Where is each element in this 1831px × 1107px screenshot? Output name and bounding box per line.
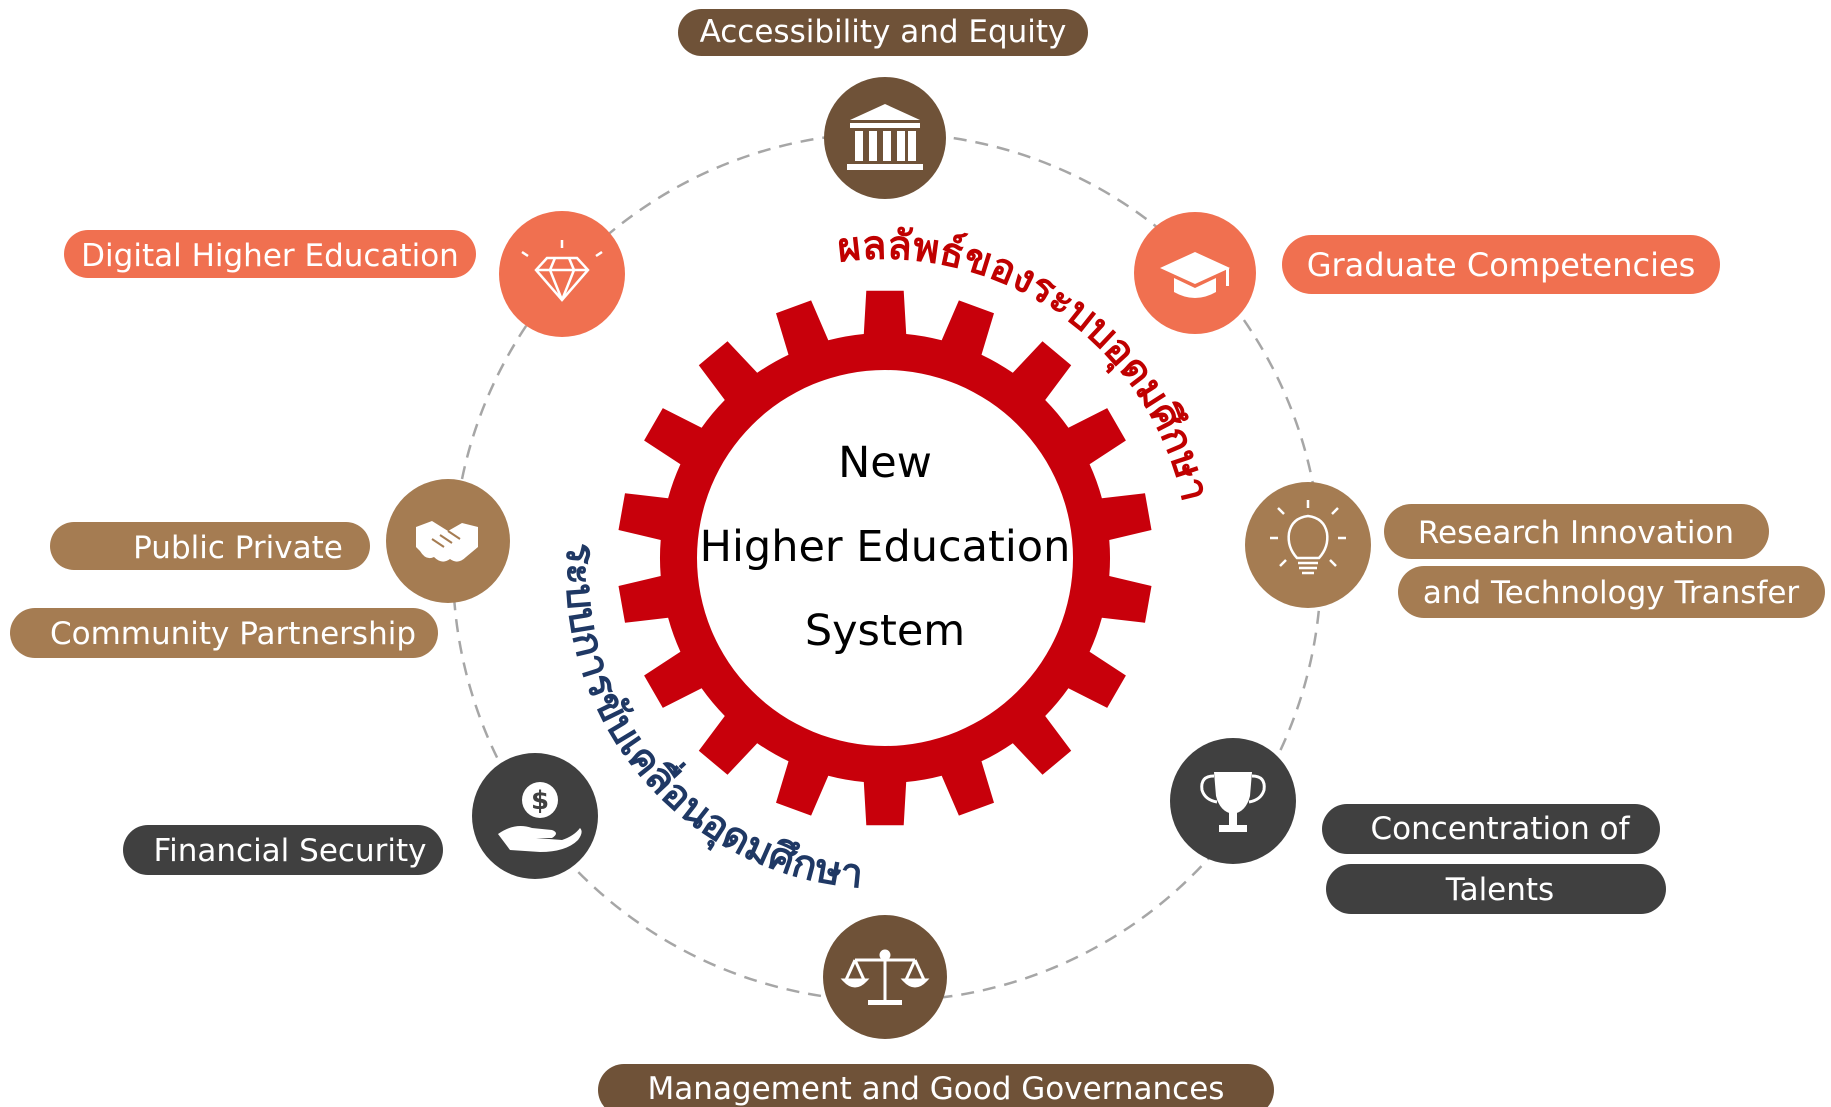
- center-title: New Higher Education System: [700, 438, 1071, 656]
- svg-text:$: $: [531, 786, 549, 816]
- label-text-2: Talents: [1445, 872, 1554, 908]
- label-pill-1: [50, 522, 370, 570]
- graduation-cap-icon: [1160, 252, 1230, 298]
- node-research: Research Innovation and Technology Trans…: [1245, 482, 1825, 618]
- node-graduate: Graduate Competencies: [1134, 212, 1720, 334]
- node-financial: $ Financial Security: [123, 753, 598, 879]
- drivers-arc-text: ระบบการขับเคลื่อนอุดมศึกษา: [556, 541, 865, 897]
- money-hand-icon: $: [498, 782, 582, 852]
- label-pill-1: [1384, 504, 1769, 559]
- label-text-2: and Technology Transfer: [1423, 575, 1800, 611]
- gear: [618, 290, 1152, 826]
- lightbulb-icon: [1270, 500, 1346, 575]
- diamond-icon: [521, 240, 603, 302]
- label-pill: [598, 1064, 1274, 1107]
- label-text: Management and Good Governances: [648, 1071, 1225, 1107]
- label-text-1: Concentration of: [1370, 811, 1630, 847]
- scales-icon: [840, 949, 930, 1005]
- label-pill: [123, 825, 443, 875]
- trophy-icon: [1200, 772, 1266, 832]
- bank-icon: [847, 104, 923, 170]
- label-text: Financial Security: [154, 833, 427, 869]
- label-pill-2: [1398, 566, 1825, 618]
- node-talents: Concentration of Talents: [1170, 738, 1666, 914]
- label-text-1: Public Private: [133, 530, 343, 566]
- node-digital: Digital Higher Education: [64, 211, 625, 337]
- node-governance: Management and Good Governances: [598, 915, 1274, 1107]
- label-pill-2: [1326, 864, 1666, 914]
- label-pill-1: [1322, 804, 1660, 854]
- label-pill: [64, 230, 476, 278]
- node-accessibility: Accessibility and Equity: [678, 9, 1088, 199]
- gear-shape: [618, 290, 1152, 826]
- label-text-2: Community Partnership: [50, 616, 416, 652]
- label-text-1: Research Innovation: [1418, 515, 1734, 551]
- label-text: Accessibility and Equity: [700, 14, 1067, 50]
- center-line-3: System: [805, 606, 965, 656]
- node-partnership: Public Private Community Partnership: [10, 479, 510, 658]
- handshake-icon: [416, 521, 478, 562]
- label-pill: [1282, 235, 1720, 294]
- label-pill: [678, 9, 1088, 56]
- center-line-1: New: [838, 438, 932, 488]
- center-line-2: Higher Education: [700, 522, 1071, 572]
- label-pill-2: [10, 608, 438, 658]
- drivers-arc-title: ระบบการขับเคลื่อนอุดมศึกษา: [556, 541, 865, 897]
- label-text: Graduate Competencies: [1307, 246, 1696, 284]
- icon-circle: [499, 211, 625, 337]
- icon-circle: [1245, 482, 1371, 608]
- label-text: Digital Higher Education: [81, 238, 459, 274]
